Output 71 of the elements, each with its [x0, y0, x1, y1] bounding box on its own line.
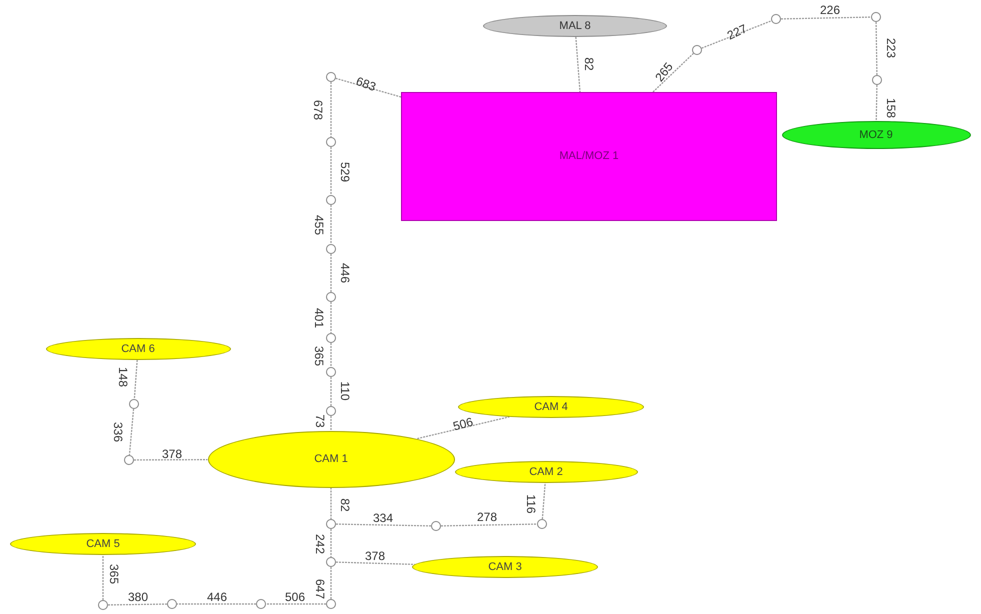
- haplotype-label: CAM 2: [529, 466, 563, 478]
- edge-label: 336: [112, 422, 124, 442]
- edge-label: 683: [354, 74, 378, 94]
- connector-line: [330, 343, 332, 367]
- edge-label: 82: [339, 498, 351, 512]
- connector-line: [336, 524, 432, 526]
- edge-label: 506: [452, 416, 474, 432]
- edge-label: 401: [313, 308, 325, 328]
- haplotype-label: CAM 1: [314, 454, 348, 464]
- connector-line: [876, 84, 878, 122]
- connector-line: [575, 36, 581, 92]
- connector-line: [336, 562, 415, 565]
- connector-line: [330, 147, 332, 195]
- edge-label: 529: [339, 162, 351, 182]
- haplotype-label: CAM 5: [86, 538, 120, 550]
- connector-line: [780, 16, 872, 20]
- connector-line: [128, 408, 134, 456]
- haplotype-label: CAM 6: [121, 344, 155, 354]
- edge-label: 223: [885, 38, 897, 58]
- edge-label: 378: [364, 550, 386, 562]
- connector-line: [330, 567, 332, 599]
- edge-label: 265: [653, 60, 675, 84]
- connector-line: [134, 459, 208, 461]
- connector-line: [330, 488, 332, 519]
- connector-line: [875, 22, 878, 76]
- edge-label: 82: [583, 57, 595, 71]
- edge-label: 446: [206, 591, 228, 603]
- edge-label: 365: [313, 346, 325, 366]
- edge-label: 278: [476, 511, 498, 523]
- connector-line: [652, 53, 694, 92]
- edge-label: 647: [314, 578, 326, 600]
- haplotype-label: CAM 4: [534, 402, 568, 412]
- connector-line: [330, 302, 332, 333]
- edge-label: 227: [725, 22, 749, 42]
- connector-line: [330, 254, 332, 292]
- edge-label: 226: [820, 4, 840, 16]
- edge-label: 678: [312, 100, 324, 120]
- connector-line: [108, 603, 168, 606]
- connector-line: [330, 205, 332, 244]
- connector-line: [440, 524, 538, 526]
- haplotype-label: MAL/MOZ 1: [559, 150, 619, 162]
- connector-line: [701, 20, 772, 49]
- edge-label: 158: [885, 98, 897, 118]
- edge-label: 506: [284, 591, 306, 603]
- haplotype-ellipse: [454, 461, 638, 483]
- connector-line: [102, 555, 104, 600]
- connector-line: [330, 416, 332, 430]
- edge-label: 365: [108, 564, 120, 584]
- connector-line: [330, 529, 332, 557]
- connector-line: [177, 603, 256, 605]
- edge-label: 242: [314, 534, 326, 554]
- connector-line: [542, 482, 546, 520]
- edge-label: 378: [162, 448, 182, 460]
- connector-line: [330, 82, 332, 137]
- edge-label: 110: [339, 381, 351, 401]
- edge-label: 334: [372, 512, 394, 524]
- edge-label: 148: [117, 366, 129, 388]
- edge-label: 380: [128, 591, 148, 603]
- connector-line: [336, 78, 402, 98]
- connector-line: [134, 360, 138, 400]
- edge-label: 455: [313, 214, 325, 236]
- connector-line: [417, 416, 510, 440]
- connector-line: [266, 603, 326, 605]
- edge-label: 446: [339, 262, 351, 284]
- haplotype-rectangle: [401, 92, 777, 220]
- connector-line: [330, 377, 332, 406]
- haplotype-label: CAM 3: [488, 562, 522, 572]
- haplotype-label: MAL 8: [559, 20, 591, 32]
- edge-label: 73: [314, 414, 326, 428]
- haplotype-label: MOZ 9: [859, 130, 893, 140]
- edge-label: 116: [525, 494, 537, 514]
